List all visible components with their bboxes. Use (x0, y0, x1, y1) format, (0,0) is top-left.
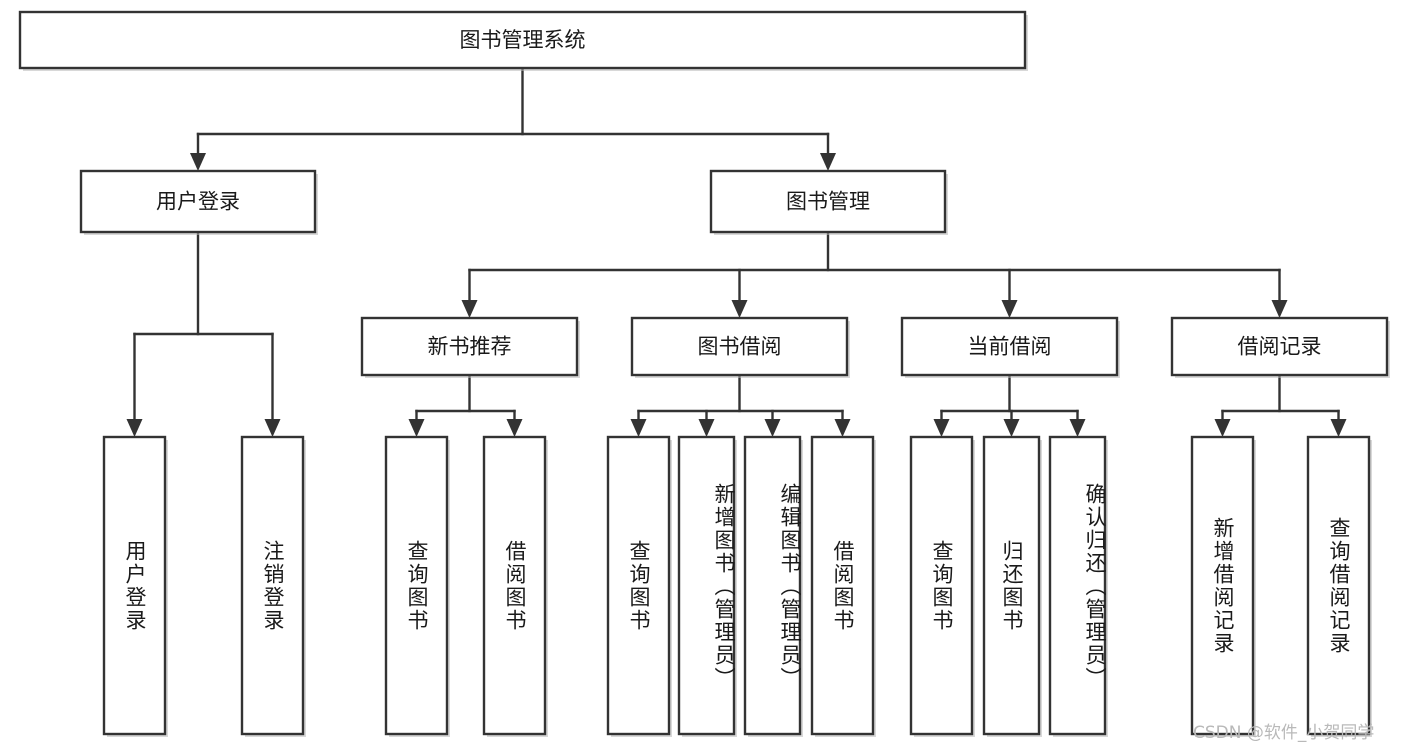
node-rect[interactable] (982, 435, 1041, 736)
current-borrow-to-leaf-query-book-current-arrowhead (933, 419, 950, 437)
node-root[interactable]: 图书管理系统 (18, 10, 1028, 71)
current-borrow-to-leaf-return-book-arrowhead (1003, 419, 1020, 437)
new-book-recommend-to-leaf-borrow-book-recommend-arrowhead (506, 419, 523, 437)
node-leaf-borrow-book[interactable] (810, 435, 876, 737)
node-rect[interactable] (909, 435, 974, 736)
book-borrow-to-leaf-edit-book-admin-arrowhead (764, 419, 781, 437)
node-label: 图书借阅 (698, 335, 782, 359)
node-rect[interactable] (709, 169, 947, 234)
node-rect[interactable] (630, 316, 849, 377)
node-leaf-edit-book-admin[interactable] (743, 435, 803, 737)
bm-to-borrow-record-arrowhead (1271, 300, 1288, 318)
current-borrow-to-leaf-confirm-return-admin-arrowhead (1069, 419, 1086, 437)
node-rect[interactable] (1048, 435, 1107, 736)
node-rect[interactable] (1170, 316, 1389, 377)
node-leaf-query-book-current[interactable] (909, 435, 975, 737)
node-rect[interactable] (677, 435, 736, 736)
root-to-user-login-arrowhead (190, 153, 206, 171)
node-leaf-return-book[interactable] (982, 435, 1042, 737)
node-borrow-record[interactable]: 借阅记录 (1170, 316, 1390, 378)
node-rect[interactable] (606, 435, 671, 736)
node-leaf-user-login[interactable] (102, 435, 168, 737)
user-login-to-leaf-user-login-arrowhead (126, 419, 143, 437)
bm-to-new-book-recommend-arrowhead (461, 300, 478, 318)
node-rect[interactable] (810, 435, 875, 736)
book-borrow-to-leaf-query-book-borrow-arrowhead (630, 419, 647, 437)
borrow-record-to-leaf-add-borrow-record-arrowhead (1214, 419, 1231, 437)
book-borrow-to-leaf-add-book-admin-arrowhead (698, 419, 715, 437)
node-label: 当前借阅 (968, 335, 1052, 359)
node-label: 用户登录 (156, 190, 240, 214)
node-rect[interactable] (384, 435, 449, 736)
node-rect[interactable] (18, 10, 1027, 70)
csdn-watermark: CSDN @软件_小贺同学 (1193, 723, 1375, 743)
node-book-borrow[interactable]: 图书借阅 (630, 316, 850, 378)
node-new-book-recommend[interactable]: 新书推荐 (360, 316, 580, 378)
node-rect[interactable] (360, 316, 579, 377)
node-rect[interactable] (900, 316, 1119, 377)
node-leaf-query-book-borrow[interactable] (606, 435, 672, 737)
node-current-borrow[interactable]: 当前借阅 (900, 316, 1120, 378)
node-leaf-borrow-book-recommend[interactable] (482, 435, 548, 737)
node-rect[interactable] (482, 435, 547, 736)
node-leaf-logout-login[interactable] (240, 435, 306, 737)
node-book-management[interactable]: 图书管理 (709, 169, 948, 235)
book-borrow-to-leaf-borrow-book-arrowhead (834, 419, 851, 437)
node-leaf-confirm-return-admin[interactable] (1048, 435, 1108, 737)
node-rect[interactable] (1306, 435, 1371, 736)
root-to-book-management-arrowhead (820, 153, 836, 171)
node-label: 新书推荐 (428, 335, 512, 359)
node-leaf-add-book-admin[interactable] (677, 435, 737, 737)
node-rect[interactable] (102, 435, 167, 736)
node-rect[interactable] (79, 169, 317, 234)
new-book-recommend-to-leaf-query-book-recommend-arrowhead (408, 419, 425, 437)
node-rect[interactable] (240, 435, 305, 736)
node-rect[interactable] (743, 435, 802, 736)
node-leaf-query-borrow-record[interactable] (1306, 435, 1372, 737)
node-rect[interactable] (1190, 435, 1255, 736)
borrow-record-to-leaf-query-borrow-record-arrowhead (1330, 419, 1347, 437)
user-login-to-leaf-logout-login-arrowhead (264, 419, 281, 437)
node-user-login[interactable]: 用户登录 (79, 169, 318, 235)
node-leaf-add-borrow-record[interactable] (1190, 435, 1256, 737)
bm-to-book-borrow-arrowhead (731, 300, 748, 318)
node-label: 图书管理 (786, 190, 870, 214)
node-label: 借阅记录 (1238, 335, 1322, 359)
node-leaf-query-book-recommend[interactable] (384, 435, 450, 737)
node-label: 图书管理系统 (460, 28, 586, 52)
bm-to-current-borrow-arrowhead (1001, 300, 1018, 318)
